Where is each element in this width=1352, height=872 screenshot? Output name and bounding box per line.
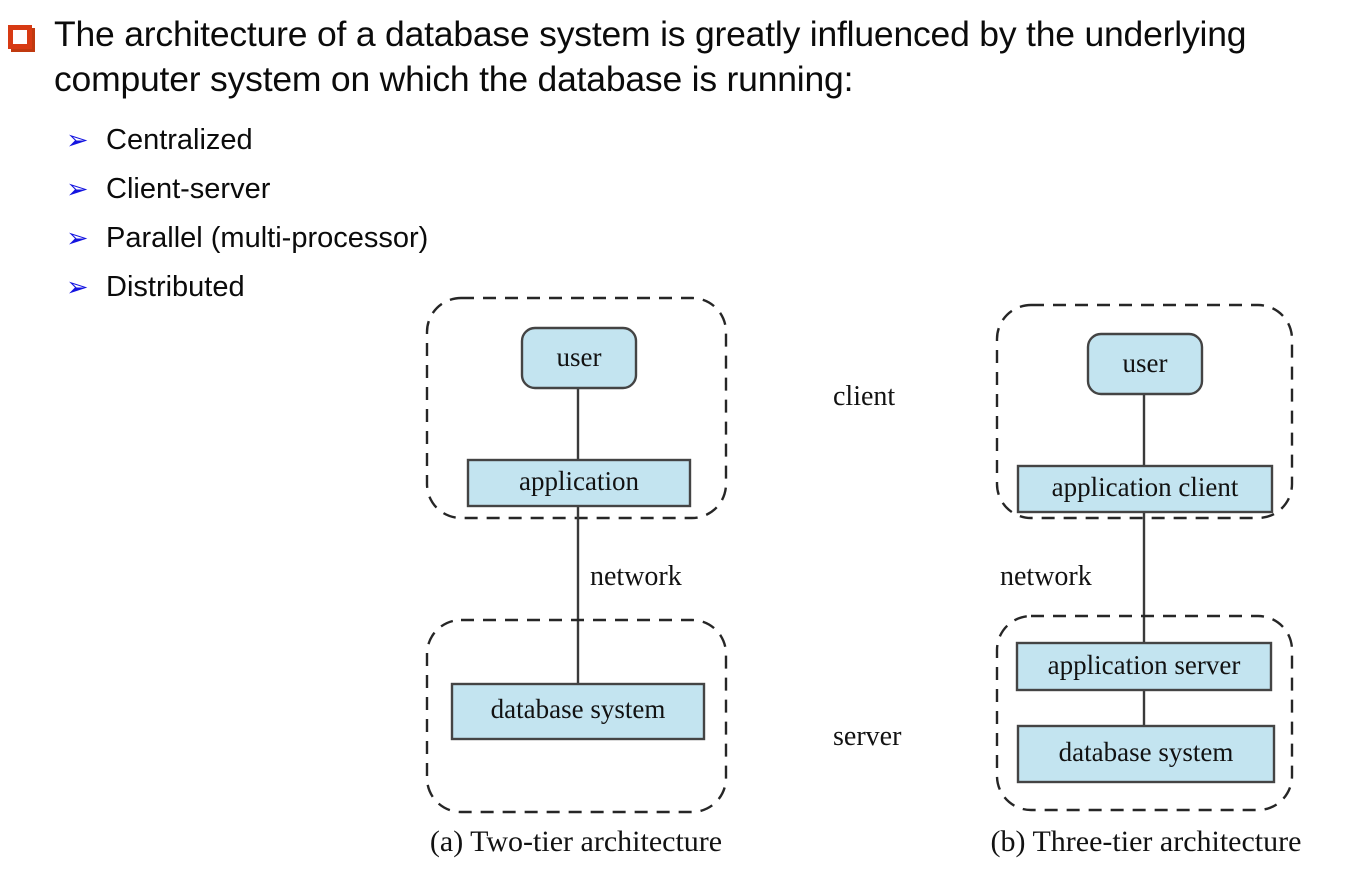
node-user-label: user bbox=[557, 342, 602, 372]
list-item-distributed: ➢ Distributed bbox=[66, 273, 686, 322]
arrow-bullet-icon: ➢ bbox=[66, 174, 89, 205]
list-item-label: Parallel (multi-processor) bbox=[106, 222, 429, 254]
list-item-parallel: ➢ Parallel (multi-processor) bbox=[66, 224, 686, 273]
node-application-client-label: application client bbox=[1052, 472, 1239, 502]
arrow-bullet-icon: ➢ bbox=[66, 223, 89, 254]
node-database-system-label: database system bbox=[1059, 737, 1234, 767]
tier-label-server: server bbox=[833, 721, 902, 752]
square-bullet-icon bbox=[8, 25, 32, 49]
list-item-centralized: ➢ Centralized bbox=[66, 126, 686, 175]
tier-label-client: client bbox=[833, 381, 895, 412]
three-tier-diagram: user application client application serv… bbox=[991, 303, 1302, 858]
two-tier-server-region bbox=[425, 618, 728, 814]
arrow-bullet-icon: ➢ bbox=[66, 272, 89, 303]
node-user bbox=[1086, 332, 1204, 396]
node-database-system bbox=[1016, 724, 1276, 784]
sub-bullet-list: ➢ Centralized ➢ Client-server ➢ Parallel… bbox=[66, 126, 686, 322]
node-user-label: user bbox=[1123, 348, 1168, 378]
node-user bbox=[520, 326, 638, 390]
three-tier-client-region bbox=[995, 303, 1294, 520]
two-tier-network-label: network bbox=[590, 561, 682, 592]
node-application-server bbox=[1015, 641, 1273, 692]
list-item-label: Distributed bbox=[106, 271, 245, 303]
node-database-system bbox=[450, 682, 706, 741]
main-bullet: The architecture of a database system is… bbox=[8, 12, 1338, 102]
arrow-bullet-icon: ➢ bbox=[66, 125, 89, 156]
page-title: The architecture of a database system is… bbox=[54, 14, 1247, 99]
three-tier-server-region bbox=[995, 614, 1294, 812]
node-application-server-label: application server bbox=[1048, 650, 1241, 680]
two-tier-caption: (a) Two-tier architecture bbox=[430, 825, 722, 858]
three-tier-network-label: network bbox=[1000, 561, 1092, 592]
three-tier-caption: (b) Three-tier architecture bbox=[991, 825, 1302, 858]
node-application-client bbox=[1016, 464, 1274, 514]
list-item-label: Centralized bbox=[106, 124, 253, 156]
node-application bbox=[466, 458, 692, 508]
list-item-label: Client-server bbox=[106, 173, 271, 205]
two-tier-client-region bbox=[425, 296, 728, 520]
node-database-system-label: database system bbox=[491, 694, 666, 724]
two-tier-diagram: user application database system network… bbox=[425, 296, 728, 858]
node-application-label: application bbox=[519, 466, 639, 496]
list-item-client-server: ➢ Client-server bbox=[66, 175, 686, 224]
